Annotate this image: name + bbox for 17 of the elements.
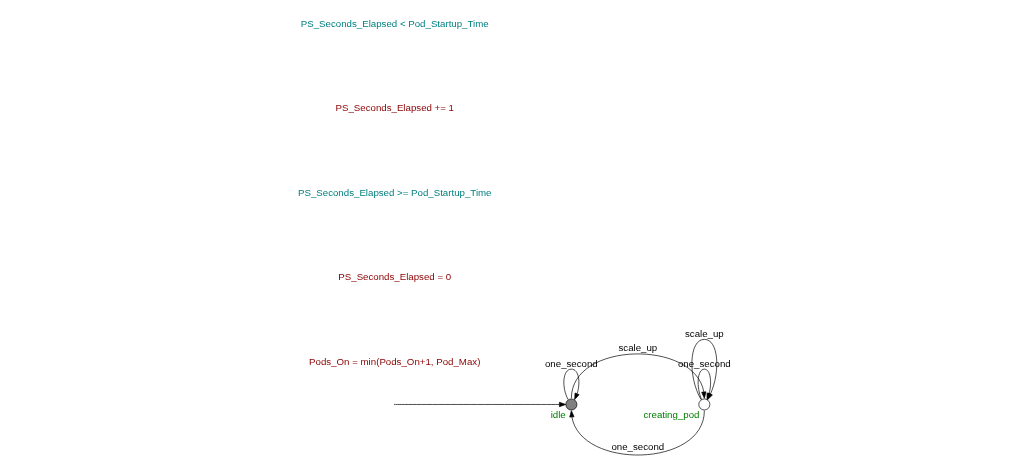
node-label: creating_pod bbox=[642, 408, 699, 420]
edge-label: scale_up bbox=[684, 327, 724, 339]
label: PS_Seconds_Elapsed >= Pod_Startup_Time bbox=[297, 186, 492, 198]
edge-label: one_second bbox=[677, 357, 731, 369]
node-circle bbox=[697, 398, 710, 410]
label: PS_Seconds_Elapsed = 0 bbox=[337, 270, 451, 282]
node-label: idle bbox=[550, 408, 566, 420]
arrow bbox=[568, 409, 705, 455]
edge-label: one_second bbox=[544, 357, 598, 369]
label: PS_Seconds_Elapsed < Pod_Startup_Time bbox=[300, 17, 489, 29]
edge-label: scale_up bbox=[617, 341, 657, 353]
arrow bbox=[570, 353, 706, 399]
edge-label: one_second bbox=[610, 440, 664, 452]
arrow bbox=[563, 368, 579, 400]
label: PS_Seconds_Elapsed += 1 bbox=[335, 101, 454, 113]
label: Pods_On = min(Pods_On+1, Pod_Max) bbox=[308, 355, 480, 367]
node-circle bbox=[565, 398, 577, 410]
